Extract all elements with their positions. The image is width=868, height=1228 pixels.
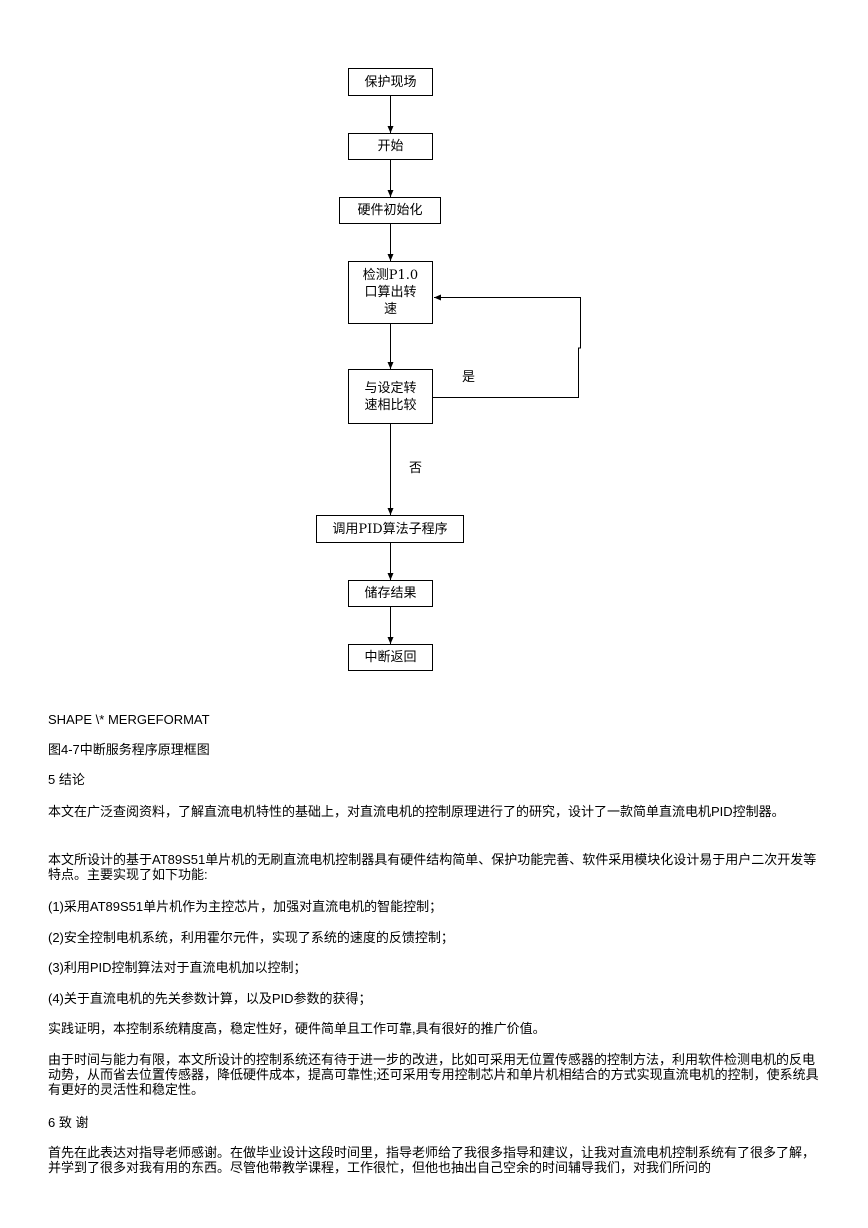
list-item-1: (1)采用AT89S51单片机作为主控芯片，加强对直流电机的智能控制；	[48, 899, 443, 914]
flowchart: 保护现场 开始 硬件初始化 检测P1.0 口算出转 速 与设定转 速相比较 调用…	[316, 68, 581, 671]
section-heading-conclusion: 5 结论	[48, 772, 85, 787]
flow-node-start: 开始	[348, 133, 433, 160]
list-item-2: (2)安全控制电机系统，利用霍尔元件，实现了系统的速度的反馈控制；	[48, 930, 454, 945]
flow-node-call-pid: 调用PID算法子程序	[316, 515, 464, 543]
shape-field-code: SHAPE \* MERGEFORMAT	[48, 712, 210, 727]
flow-node-compare: 与设定转 速相比较	[348, 369, 433, 424]
flow-node-protect-scene: 保护现场	[348, 68, 433, 96]
feedback-loop-arrow	[433, 294, 581, 398]
yes-label: 是	[462, 370, 476, 385]
paragraph-conclusion-4: 由于时间与能力有限，本文所设计的控制系统还有待于进一步的改进，比如可采用无位置传…	[48, 1052, 819, 1097]
list-item-3: (3)利用PID控制算法对于直流电机加以控制；	[48, 960, 307, 975]
paragraph-conclusion-2: 本文所设计的基于AT89S51单片机的无刷直流电机控制器具有硬件结构简单、保护功…	[48, 852, 817, 882]
flow-node-interrupt-return: 中断返回	[348, 644, 433, 671]
flow-node-detect-speed-line2: 口算出转	[364, 285, 417, 300]
paragraph-conclusion-3: 实践证明，本控制系统精度高，稳定性好，硬件简单且工作可靠,具有很好的推广价值。	[48, 1021, 546, 1036]
figure-caption: 图4-7中断服务程序原理框图	[48, 742, 210, 757]
list-item-4: (4)关于直流电机的先关参数计算，以及PID参数的获得；	[48, 991, 372, 1006]
flowchart-connectors	[387, 96, 581, 644]
no-label: 否	[409, 461, 423, 476]
flow-node-store-result: 储存结果	[348, 580, 433, 607]
flow-node-detect-speed-line1: 检测P1.0	[362, 268, 419, 283]
paragraph-conclusion-1: 本文在广泛查阅资料，了解直流电机特性的基础上，对直流电机的控制原理进行了的研究，…	[48, 804, 785, 819]
flow-node-detect-speed: 检测P1.0 口算出转 速	[348, 261, 433, 324]
flow-node-compare-line1: 与设定转	[364, 380, 417, 396]
flow-node-detect-speed-line3: 速	[383, 302, 397, 317]
section-heading-acknowledgement: 6 致 谢	[48, 1115, 89, 1130]
flow-node-hardware-init: 硬件初始化	[339, 197, 441, 224]
flow-node-compare-line2: 速相比较	[364, 397, 417, 413]
paragraph-acknowledgement: 首先在此表达对指导老师感谢。在做毕业设计这段时间里，指导老师给了我很多指导和建议…	[48, 1145, 816, 1175]
